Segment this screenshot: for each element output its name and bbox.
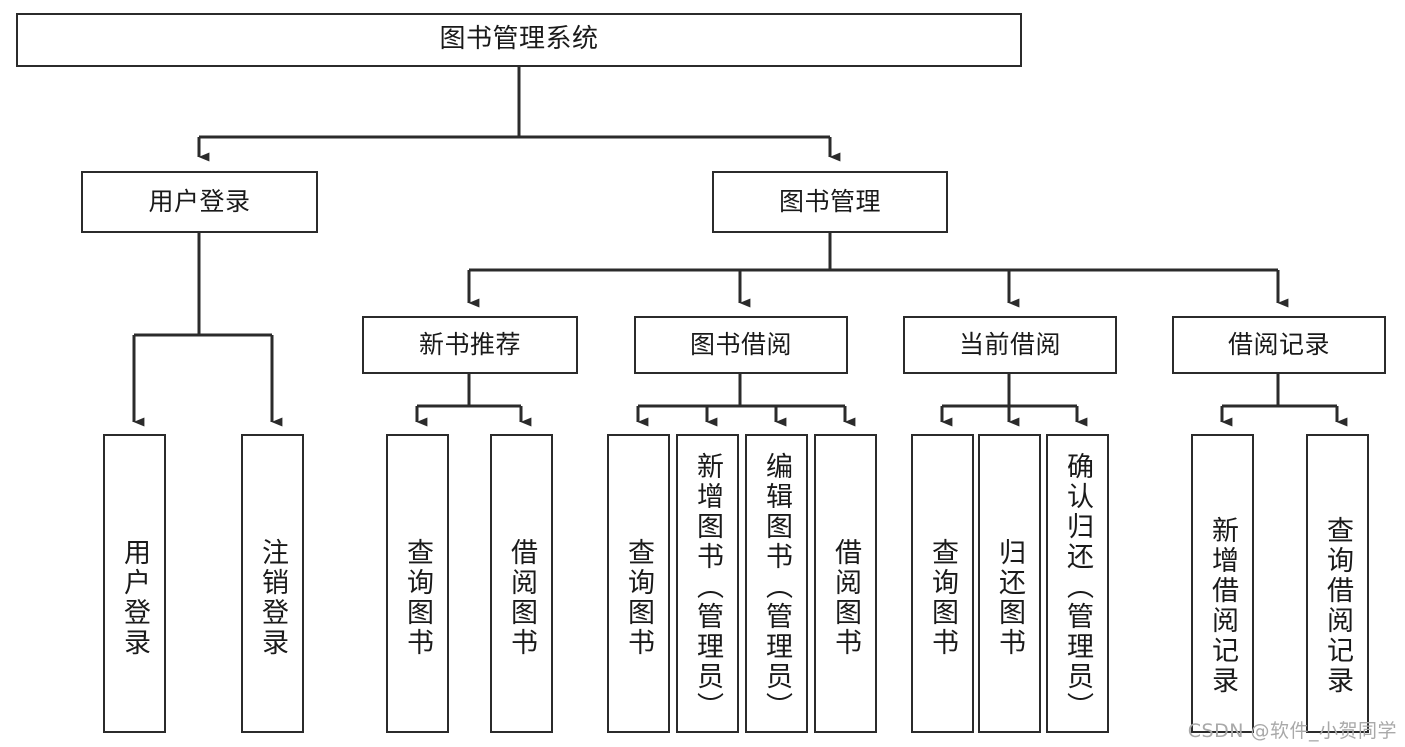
node-label: 图书管理 xyxy=(778,186,881,216)
node-book-borrowing[interactable]: 图书借阅 xyxy=(634,316,848,374)
node-new-book-recommendation[interactable]: 新书推荐 xyxy=(362,316,578,374)
node-label: 用户登录 xyxy=(148,186,251,216)
node-label: 新增借阅记录 xyxy=(1207,516,1238,696)
leaf-user-login[interactable]: 用户登录 xyxy=(103,434,166,733)
node-label: 确认归还（管理员） xyxy=(1062,452,1093,722)
node-label: 用户登录 xyxy=(119,538,150,658)
node-label: 归还图书 xyxy=(994,538,1025,658)
leaf-add-borrowing-record[interactable]: 新增借阅记录 xyxy=(1191,434,1254,733)
leaf-logout[interactable]: 注销登录 xyxy=(241,434,304,733)
leaf-confirm-return-admin[interactable]: 确认归还（管理员） xyxy=(1046,434,1109,733)
watermark-credit: CSDN @软件_小贺同学 xyxy=(1187,720,1397,742)
node-label: 借阅图书 xyxy=(506,538,537,658)
node-label: 新增图书（管理员） xyxy=(692,452,723,722)
leaf-query-book-borrowing[interactable]: 查询图书 xyxy=(607,434,670,733)
node-label: 当前借阅 xyxy=(958,329,1061,359)
node-root-book-management-system[interactable]: 图书管理系统 xyxy=(16,13,1022,67)
node-label: 借阅图书 xyxy=(830,538,861,658)
leaf-borrow-book-recommendation[interactable]: 借阅图书 xyxy=(490,434,553,733)
node-label: 查询图书 xyxy=(623,538,654,658)
leaf-borrow-book-borrowing[interactable]: 借阅图书 xyxy=(814,434,877,733)
node-current-borrowing[interactable]: 当前借阅 xyxy=(903,316,1117,374)
node-label: 借阅记录 xyxy=(1227,329,1330,359)
leaf-query-book-current[interactable]: 查询图书 xyxy=(911,434,974,733)
node-label: 查询图书 xyxy=(927,538,958,658)
leaf-return-book[interactable]: 归还图书 xyxy=(978,434,1041,733)
node-label: 新书推荐 xyxy=(418,329,521,359)
leaf-query-book-recommendation[interactable]: 查询图书 xyxy=(386,434,449,733)
node-book-management[interactable]: 图书管理 xyxy=(712,171,948,233)
node-label: 查询借阅记录 xyxy=(1322,516,1353,696)
leaf-add-book-admin[interactable]: 新增图书（管理员） xyxy=(676,434,739,733)
node-user-login[interactable]: 用户登录 xyxy=(81,171,318,233)
node-borrowing-records[interactable]: 借阅记录 xyxy=(1172,316,1386,374)
node-label: 图书借阅 xyxy=(689,329,792,359)
node-label: 注销登录 xyxy=(257,538,288,658)
node-label: 编辑图书（管理员） xyxy=(761,452,792,722)
node-label: 图书管理系统 xyxy=(439,24,599,55)
node-label: 查询图书 xyxy=(402,538,433,658)
leaf-edit-book-admin[interactable]: 编辑图书（管理员） xyxy=(745,434,808,733)
leaf-query-borrowing-record[interactable]: 查询借阅记录 xyxy=(1306,434,1369,733)
